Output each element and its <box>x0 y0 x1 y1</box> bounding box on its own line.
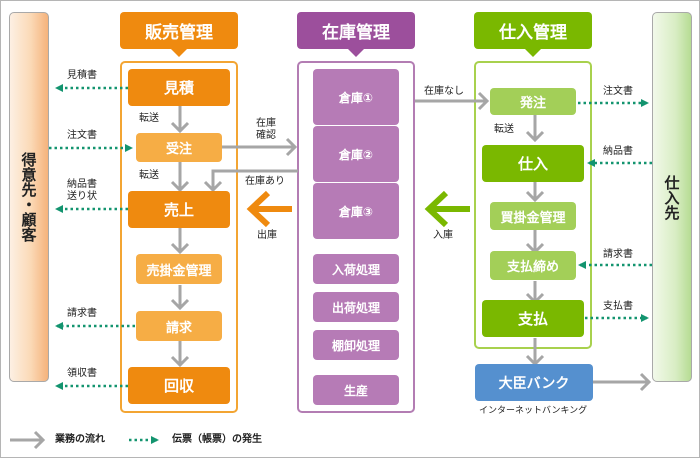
stock-check-label: 在庫 <box>256 118 276 129</box>
step-payment-closing[interactable]: 支払締め <box>490 251 576 280</box>
step-order-received[interactable]: 受注 <box>136 133 222 162</box>
in-stock-label: 在庫あり <box>245 176 285 187</box>
doc-delivery-in-label: 納品書 <box>603 146 633 157</box>
process-stocktaking[interactable]: 棚卸処理 <box>313 330 399 360</box>
ship-out-arrow <box>246 190 292 228</box>
stock-check-label-2: 確認 <box>256 130 276 141</box>
warehouse-1[interactable]: 倉庫① <box>313 69 399 125</box>
transfer-label: 転送 <box>494 124 514 135</box>
step-accounts-receivable[interactable]: 売掛金管理 <box>136 254 222 284</box>
flow-arrow-quote-order <box>170 106 190 134</box>
customer-panel: 得意先・顧客 <box>9 12 49 382</box>
warehouse-3[interactable]: 倉庫③ <box>313 183 399 239</box>
supplier-panel: 仕入先 <box>652 12 692 382</box>
flow-arrow-sales-ar <box>170 228 190 255</box>
legend-document-issue: 伝票（帳票）の発生 <box>172 434 262 445</box>
flow-arrow-order-sales <box>170 162 190 193</box>
flow-arrow-po-purchase <box>525 115 545 143</box>
sales-header: 販売管理 <box>120 12 238 57</box>
transfer-label: 転送 <box>139 170 159 181</box>
purchase-header: 仕入管理 <box>474 12 592 57</box>
flow-arrow-invoice-collect <box>170 340 190 368</box>
legend-flow-icon <box>10 430 46 450</box>
bank-button[interactable]: 大臣バンク <box>475 364 593 401</box>
doc-order-in-label: 注文書 <box>67 130 97 141</box>
transfer-label: 転送 <box>139 113 159 124</box>
flow-arrow-ap-closing <box>525 230 545 255</box>
flow-arrow-pay-bank <box>525 338 545 367</box>
doc-delivery-label-2: 送り状 <box>67 191 97 202</box>
step-accounts-payable[interactable]: 買掛金管理 <box>490 202 576 230</box>
receive-in-arrow <box>424 190 470 228</box>
step-purchase-order[interactable]: 発注 <box>490 88 576 115</box>
ship-out-label: 出庫 <box>257 230 277 241</box>
flow-arrow-bank-supplier <box>593 372 652 392</box>
flow-arrow-closing-pay <box>525 281 545 305</box>
step-payment[interactable]: 支払 <box>482 300 584 337</box>
flow-arrows <box>170 91 652 392</box>
flow-arrow-ar-invoice <box>170 285 190 311</box>
flow-arrow-in-stock <box>203 169 298 193</box>
doc-invoice-out-label: 請求書 <box>67 308 97 319</box>
customer-label: 得意先・顧客 <box>19 152 38 242</box>
flow-arrow-stock-check <box>220 137 298 157</box>
doc-delivery-label: 納品書 <box>67 179 97 190</box>
no-stock-label: 在庫なし <box>424 86 464 97</box>
process-shipping[interactable]: 出荷処理 <box>313 292 399 322</box>
supplier-label: 仕入先 <box>662 174 681 220</box>
doc-payment-label: 支払書 <box>603 301 633 312</box>
doc-order-out-label: 注文書 <box>603 86 633 97</box>
legend-business-flow: 業務の流れ <box>55 434 105 445</box>
process-receiving[interactable]: 入荷処理 <box>313 254 399 284</box>
step-sales[interactable]: 売上 <box>128 191 230 228</box>
warehouse-2[interactable]: 倉庫② <box>313 126 399 182</box>
doc-invoice-in-label: 請求書 <box>603 249 633 260</box>
doc-quote-label: 見積書 <box>67 70 97 81</box>
bank-sublabel: インターネットバンキング <box>479 406 588 416</box>
receive-in-label: 入庫 <box>433 230 453 241</box>
inventory-header: 在庫管理 <box>297 12 415 57</box>
doc-receipt-label: 領収書 <box>67 368 97 379</box>
process-production[interactable]: 生産 <box>313 375 399 405</box>
step-quote[interactable]: 見積 <box>128 69 230 106</box>
flow-arrow-no-stock <box>415 91 490 111</box>
step-billing[interactable]: 請求 <box>136 311 222 341</box>
step-purchase[interactable]: 仕入 <box>482 145 584 182</box>
step-collection[interactable]: 回収 <box>128 367 230 404</box>
